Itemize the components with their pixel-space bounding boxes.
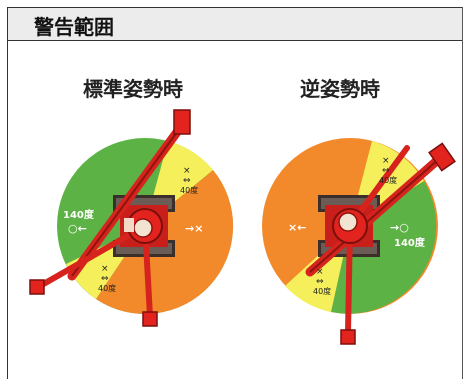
reverse-basket	[428, 142, 456, 172]
standard-pad-bottom	[142, 311, 158, 327]
standard-top-arrow: ⇔	[183, 176, 191, 186]
standard-top-x: ×	[183, 166, 191, 176]
standard-top-angle: 40度	[180, 185, 198, 195]
standard-pad-left	[29, 279, 45, 295]
reverse-bottom-arrow: ⇔	[316, 277, 324, 287]
standard-left-angle: 140度	[63, 208, 95, 221]
reverse-right-angle: 140度	[394, 236, 426, 249]
reverse-posture-title: 逆姿勢時	[300, 77, 380, 101]
standard-bottom-angle: 40度	[98, 283, 116, 293]
standard-left-symbol: ○←	[68, 222, 87, 235]
standard-bottom-x: ×	[101, 264, 109, 274]
panel-header: 警告範囲	[8, 7, 462, 41]
reverse-bottom-x: ×	[316, 267, 324, 277]
standard-right-symbol: →×	[185, 222, 203, 235]
reverse-top-arrow: ⇔	[382, 166, 390, 176]
reverse-range-diagram: × ⇔ 40度 × ⇔ 40度 ×← →○ 140度	[262, 138, 456, 345]
panel-title: 警告範囲	[34, 15, 114, 39]
standard-posture-title: 標準姿勢時	[83, 77, 183, 101]
reverse-pad-bottom	[340, 329, 356, 345]
reverse-top-angle: 40度	[379, 175, 397, 185]
standard-basket	[173, 109, 191, 135]
reverse-safe-zone	[331, 181, 437, 314]
standard-bottom-arrow: ⇔	[101, 274, 109, 284]
reverse-top-x: ×	[382, 156, 390, 166]
standard-range-diagram: × ⇔ 40度 × ⇔ 40度 140度 ○← →×	[29, 109, 234, 327]
standard-outrigger-left	[37, 223, 148, 289]
warning-range-panel: 警告範囲	[7, 7, 463, 379]
reverse-bottom-angle: 40度	[313, 286, 331, 296]
reverse-left-symbol: ×←	[288, 221, 306, 234]
reverse-right-symbol: →○	[390, 221, 409, 234]
